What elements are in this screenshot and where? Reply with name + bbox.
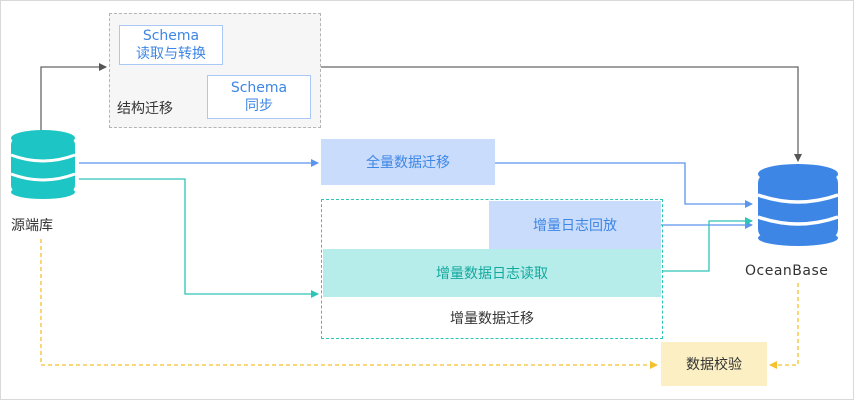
incr-in-arrow (79, 178, 319, 298)
incr-out-arrow (663, 217, 753, 272)
log-read-box: 增量数据日志读取 (323, 249, 661, 297)
schema-read-convert-line2: 读取与转换 (136, 46, 206, 62)
source-database-label: 源端库 (11, 218, 53, 234)
schema-migration-label: 结构迁移 (117, 101, 173, 117)
schema-sync-line2: 同步 (245, 98, 273, 114)
full-out-arrow (495, 162, 753, 208)
schema-read-convert-line1: Schema (142, 28, 200, 44)
oceanbase-label: OceanBase (745, 263, 829, 279)
verify-ob-arrow (769, 283, 799, 369)
schema-in-arrow (40, 63, 107, 131)
source-database-icon (10, 130, 76, 199)
schema-read-convert-box: Schema 读取与转换 (119, 25, 223, 65)
verify-src-arrow (40, 239, 658, 369)
verification-box: 数据校验 (661, 342, 767, 386)
schema-sync-box: Schema 同步 (207, 75, 311, 119)
oceanbase-database-icon (757, 164, 839, 246)
full-migration-box: 全量数据迁移 (321, 139, 495, 185)
schema-out-arrow (321, 66, 802, 162)
log-replay-box: 增量日志回放 (489, 201, 661, 249)
schema-sync-line1: Schema (230, 80, 288, 96)
incremental-migration-group (321, 199, 663, 339)
incremental-migration-label: 增量数据迁移 (450, 311, 534, 327)
